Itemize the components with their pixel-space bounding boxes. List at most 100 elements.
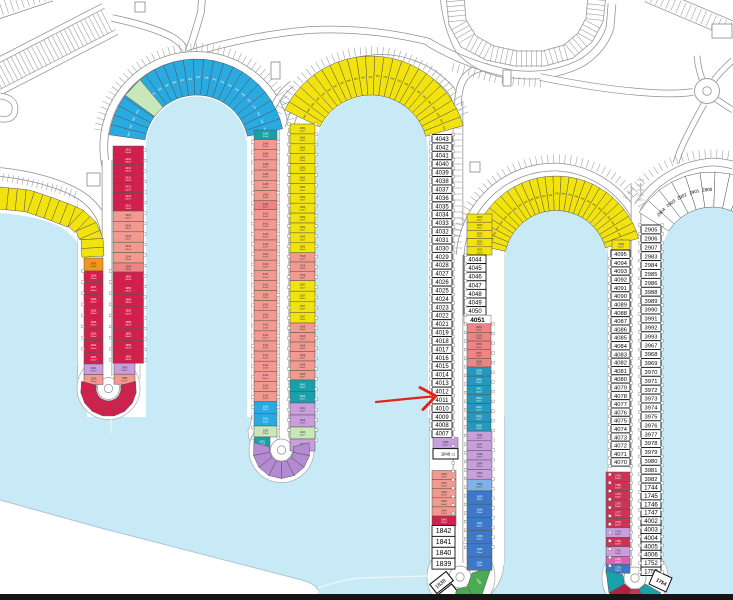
svg-text:3412: 3412: [263, 354, 269, 357]
svg-text:4073: 4073: [614, 435, 627, 441]
svg-text:7516: 7516: [300, 255, 306, 258]
svg-text:345: 345: [157, 87, 163, 92]
svg-text:500m²: 500m²: [263, 397, 269, 400]
svg-text:345: 345: [368, 75, 373, 78]
svg-text:3969: 3969: [645, 361, 658, 367]
svg-text:2945: 2945: [476, 424, 482, 427]
svg-text:1956: 1956: [125, 355, 131, 358]
svg-text:4043: 4043: [435, 137, 449, 143]
svg-text:3990: 3990: [645, 308, 658, 314]
svg-text:345: 345: [397, 79, 402, 84]
svg-text:3367: 3367: [300, 284, 306, 287]
svg-text:2006: 2006: [91, 298, 97, 301]
svg-text:345: 345: [339, 81, 344, 86]
svg-text:500m²: 500m²: [263, 276, 269, 279]
svg-text:1778: 1778: [615, 502, 621, 505]
svg-text:4028: 4028: [435, 263, 449, 269]
svg-text:500m²: 500m²: [477, 465, 483, 468]
svg-text:500m²: 500m²: [476, 418, 482, 421]
svg-text:500m²: 500m²: [263, 420, 269, 423]
svg-text:500m²: 500m²: [300, 328, 306, 331]
svg-text:2340: 2340: [125, 235, 131, 238]
svg-text:1843: 1843: [441, 519, 447, 522]
svg-text:4095: 4095: [614, 252, 626, 258]
svg-text:1922: 1922: [300, 419, 306, 422]
svg-text:500m²: 500m²: [615, 542, 621, 545]
svg-text:500m²: 500m²: [91, 380, 97, 383]
svg-text:500m²: 500m²: [125, 347, 131, 350]
svg-text:500m²: 500m²: [300, 139, 306, 142]
svg-text:2949: 2949: [477, 463, 483, 466]
svg-text:4051: 4051: [470, 317, 485, 324]
svg-text:345: 345: [260, 119, 265, 124]
svg-text:500m²: 500m²: [441, 503, 447, 506]
svg-text:2438: 2438: [263, 163, 269, 166]
svg-text:500m²: 500m²: [300, 286, 306, 289]
svg-text:2431: 2431: [125, 204, 131, 207]
svg-text:4044: 4044: [468, 258, 482, 264]
svg-text:345: 345: [360, 76, 365, 79]
svg-text:1921: 1921: [300, 407, 306, 410]
svg-text:500m²: 500m²: [263, 316, 269, 319]
svg-text:2935: 2935: [476, 335, 482, 338]
svg-text:500m²: 500m²: [476, 354, 482, 357]
svg-text:500m²: 500m²: [476, 390, 482, 393]
svg-text:500m²: 500m²: [300, 297, 306, 300]
svg-text:1834: 1834: [477, 561, 483, 564]
svg-text:1752: 1752: [644, 560, 658, 567]
svg-text:500m²: 500m²: [300, 238, 306, 241]
svg-text:500m²: 500m²: [300, 159, 306, 162]
svg-text:3382: 3382: [300, 236, 306, 239]
svg-text:500m²: 500m²: [300, 199, 306, 202]
svg-text:500m²: 500m²: [477, 498, 483, 501]
svg-text:500m²: 500m²: [476, 372, 482, 375]
svg-text:2001: 2001: [91, 356, 97, 359]
svg-text:3977: 3977: [645, 432, 658, 438]
svg-text:500m²: 500m²: [615, 486, 621, 489]
svg-text:2956: 2956: [477, 483, 483, 486]
svg-text:1832: 1832: [477, 535, 483, 538]
svg-text:1781: 1781: [615, 474, 621, 477]
svg-text:500m²: 500m²: [300, 338, 306, 341]
svg-text:4031: 4031: [435, 238, 449, 244]
svg-text:3981: 3981: [645, 468, 658, 474]
svg-text:500m²: 500m²: [441, 521, 447, 524]
svg-text:4013: 4013: [435, 381, 449, 387]
svg-text:500m²: 500m²: [91, 335, 97, 338]
svg-text:4003: 4003: [644, 527, 658, 534]
svg-text:4005: 4005: [644, 543, 658, 550]
svg-text:4016: 4016: [435, 356, 449, 362]
svg-text:2950: 2950: [477, 472, 483, 475]
svg-text:1964: 1964: [125, 265, 131, 268]
svg-text:2938: 2938: [476, 361, 482, 364]
svg-text:500m²: 500m²: [263, 266, 269, 269]
svg-text:3406: 3406: [300, 345, 306, 348]
svg-text:345: 345: [502, 215, 507, 220]
svg-text:345: 345: [128, 124, 132, 129]
svg-text:500m²: 500m²: [300, 179, 306, 182]
svg-text:3412: 3412: [263, 243, 269, 246]
svg-text:500m²: 500m²: [300, 386, 306, 389]
svg-text:4029: 4029: [435, 255, 449, 261]
svg-text:3406: 3406: [300, 326, 306, 329]
svg-text:345: 345: [507, 210, 512, 215]
svg-text:2925: 2925: [477, 241, 483, 244]
svg-text:500m²: 500m²: [125, 160, 131, 163]
svg-text:2984: 2984: [645, 263, 659, 269]
svg-text:4072: 4072: [614, 444, 627, 450]
svg-text:2004: 2004: [91, 321, 97, 324]
svg-text:3382: 3382: [300, 127, 306, 130]
svg-text:345: 345: [164, 83, 169, 88]
svg-text:2340: 2340: [125, 256, 131, 259]
svg-text:500m²: 500m²: [300, 169, 306, 172]
svg-text:2438: 2438: [263, 193, 269, 196]
svg-text:3412: 3412: [263, 304, 269, 307]
svg-text:500m²: 500m²: [263, 296, 269, 299]
svg-text:4009: 4009: [435, 415, 449, 421]
svg-text:2438: 2438: [263, 173, 269, 176]
svg-text:345: 345: [431, 106, 436, 112]
svg-text:345: 345: [187, 77, 192, 80]
svg-text:500m²: 500m²: [477, 475, 483, 478]
svg-text:500m²: 500m²: [263, 432, 269, 435]
svg-text:500m²: 500m²: [125, 324, 131, 327]
